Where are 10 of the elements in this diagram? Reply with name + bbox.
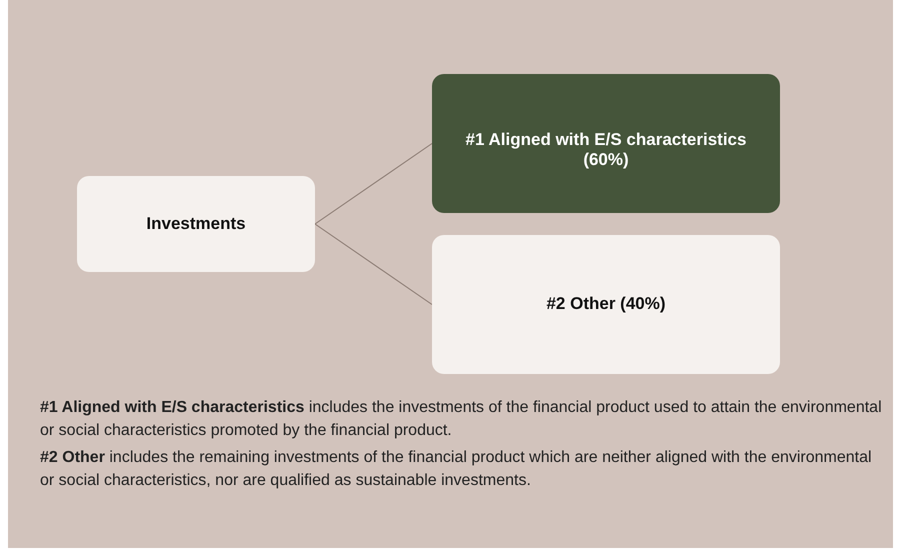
process-box bbox=[432, 235, 780, 374]
process-box bbox=[77, 176, 315, 272]
description-paragraph: #2 Other includes the remaining investments of the financial product which are neither aligned with the environmental or social characteristics, nor are qualified as sustainable investments. bbox=[40, 448, 873, 492]
connector-line bbox=[314, 143, 432, 224]
box-label: #2 Other (40%) bbox=[546, 294, 666, 315]
box-label: Investments bbox=[146, 214, 246, 234]
process-box bbox=[432, 74, 780, 213]
connector-line bbox=[314, 224, 432, 305]
box-label: #1 Aligned with E/S characteristics (60%) bbox=[464, 130, 748, 171]
description-paragraph: #1 Aligned with E/S characteristics includes the investments of the financial product used to attain the environmental or social characteristics promoted by the financial product. bbox=[40, 398, 883, 442]
